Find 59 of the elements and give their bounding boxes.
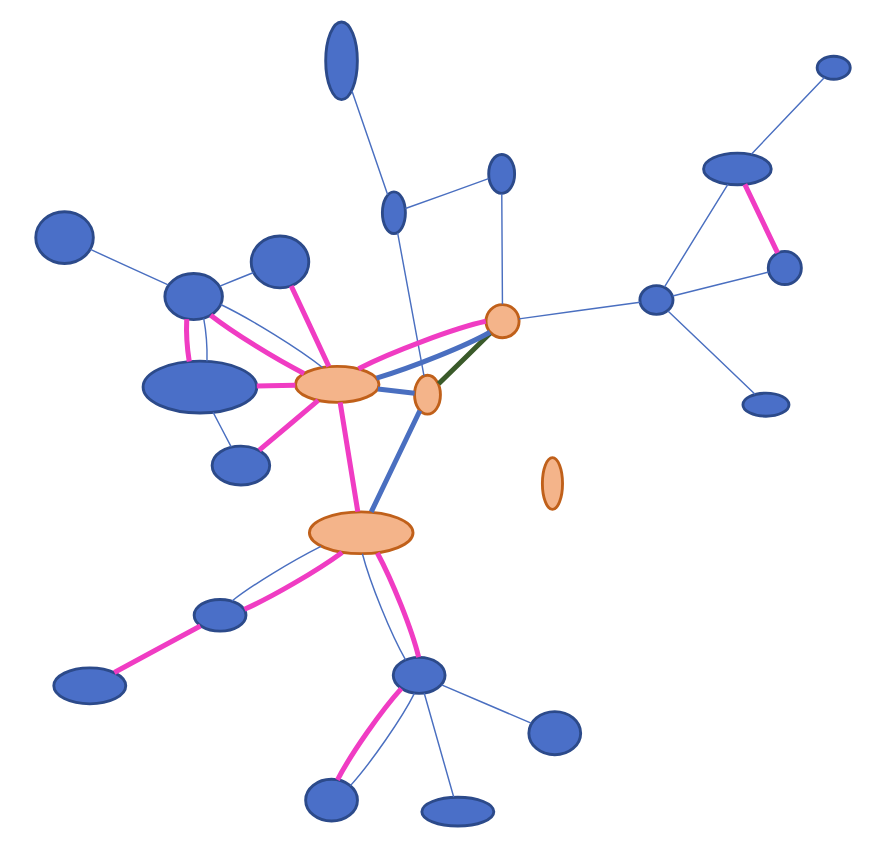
node-ellipse — [163, 272, 224, 322]
node-ellipse — [420, 795, 496, 828]
connector — [375, 330, 492, 381]
connector — [423, 692, 455, 798]
connector — [219, 271, 255, 287]
node-ellipse — [210, 444, 272, 487]
node-ellipse — [294, 364, 381, 404]
connector — [501, 193, 504, 306]
connector — [337, 401, 361, 512]
connector — [212, 411, 232, 448]
node-ellipse — [487, 153, 517, 195]
connector — [202, 317, 208, 362]
node-ellipse — [391, 655, 447, 695]
connector — [404, 177, 490, 210]
connector — [672, 271, 770, 297]
connector — [440, 684, 532, 724]
connector — [518, 301, 641, 320]
connector — [369, 409, 423, 513]
connector — [335, 687, 404, 781]
node-ellipse — [380, 190, 407, 235]
connector — [436, 331, 492, 386]
node-ellipse — [34, 210, 95, 265]
connector — [375, 551, 422, 658]
node-circle — [484, 303, 521, 340]
connector — [89, 248, 169, 286]
connector — [351, 90, 389, 196]
node-ellipse — [741, 391, 791, 418]
connector — [113, 623, 202, 675]
connector — [663, 183, 729, 288]
connector — [361, 553, 407, 661]
node-ellipse — [141, 359, 259, 415]
node-ellipse — [815, 54, 852, 81]
node-ellipse — [766, 250, 803, 286]
connector — [209, 313, 306, 376]
connector — [667, 310, 756, 395]
connector — [256, 382, 296, 389]
connector — [257, 398, 320, 453]
node-ellipse — [192, 598, 248, 633]
node-ellipse — [52, 666, 128, 706]
connector — [288, 284, 332, 368]
connector — [742, 183, 780, 254]
node-ellipse — [249, 234, 311, 290]
connector — [243, 550, 344, 612]
node-ellipse — [638, 284, 675, 316]
node-ellipse — [324, 20, 359, 102]
connector — [750, 76, 826, 155]
node-ellipse — [540, 456, 564, 511]
node-ellipse — [702, 151, 773, 187]
connector — [184, 319, 192, 362]
connector — [357, 318, 487, 371]
node-ellipse — [413, 373, 442, 416]
node-ellipse — [527, 710, 583, 757]
connector — [396, 232, 425, 377]
connector — [231, 545, 322, 602]
node-ellipse — [304, 777, 359, 823]
connector — [220, 303, 324, 369]
connector — [377, 386, 415, 396]
connector — [349, 692, 416, 787]
node-ellipse — [307, 510, 415, 556]
